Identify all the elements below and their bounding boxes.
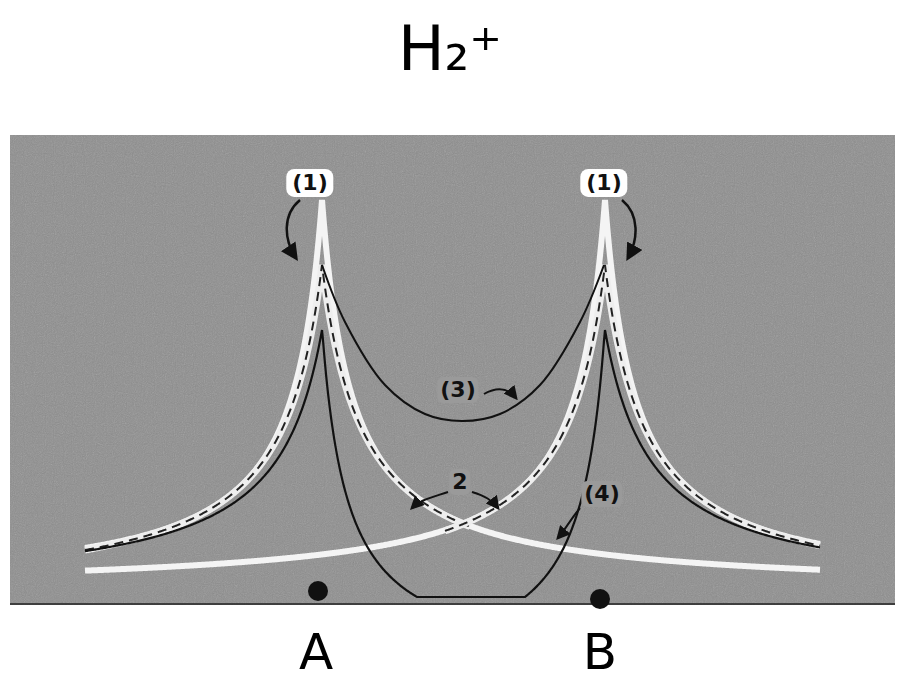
callout-number: 2 xyxy=(449,469,470,495)
background-panel xyxy=(10,135,895,605)
axis-line xyxy=(10,603,895,605)
leader-arrow xyxy=(484,389,516,398)
leader-arrow xyxy=(472,492,498,508)
nucleus-dot xyxy=(308,581,328,601)
antibonding-curve xyxy=(85,330,820,597)
dashed-curve-ground xyxy=(445,265,820,546)
bonding-curve xyxy=(322,265,604,421)
callout-number: (1) xyxy=(286,169,333,197)
leader-arrow xyxy=(622,200,636,258)
atomic-curve xyxy=(85,200,820,571)
nucleus-dot xyxy=(590,589,610,609)
nucleus-label: A xyxy=(299,625,333,680)
leader-arrow xyxy=(412,492,448,508)
callout-number: (3) xyxy=(437,377,478,403)
atomic-curve xyxy=(85,200,820,570)
nucleus-label: B xyxy=(583,625,617,680)
diagram-title: H₂⁺ xyxy=(398,12,502,85)
dashed-curve xyxy=(445,265,820,546)
leader-arrow xyxy=(558,508,580,538)
callout-number: (4) xyxy=(581,481,622,507)
background-grain xyxy=(10,135,895,605)
leader-arrow xyxy=(287,200,300,258)
callout-number: (1) xyxy=(580,169,627,197)
